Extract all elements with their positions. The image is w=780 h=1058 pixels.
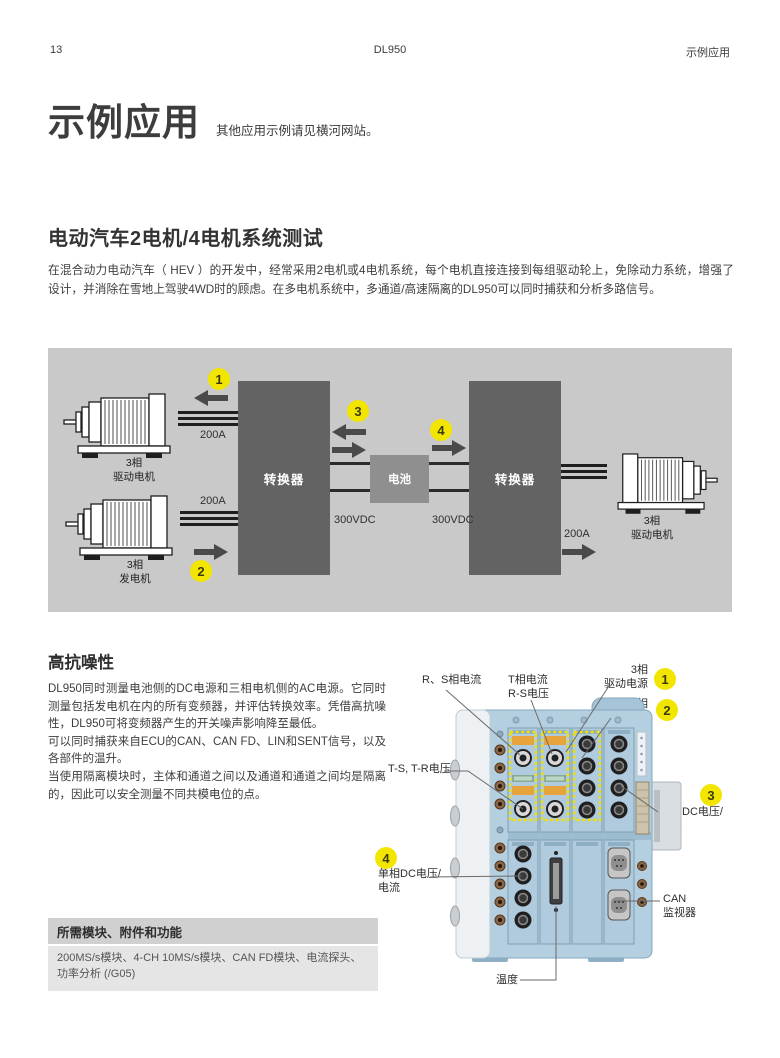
annotation-can-monitor: CAN 监视器 [663,893,696,920]
motor-label-drive-right: 3相 驱动电机 [606,515,698,542]
current-label: 200A [564,528,590,540]
phase-wire [180,523,238,526]
section-title-ev-test: 电动汽车2电机/4电机系统测试 [48,228,324,250]
phase-wire [180,517,238,520]
motor-label-drive-left: 3相 驱动电机 [88,457,180,484]
step-badge-4: 4 [430,419,452,441]
annotation-line1: 3相 [630,664,648,676]
page-title-note: 其他应用示例请见横河网站。 [216,123,379,138]
annotation-ts-tr-voltage: T-S, T-R电压 [388,763,451,775]
dc-link-wire [429,489,469,492]
motor-label-line2: 驱动电机 [631,528,673,541]
motor-label-line1: 3相 [125,457,143,469]
chapter-name: 示例应用 [686,47,730,59]
current-label: 200A [200,429,226,441]
annotation-rs-phase-current: R、S相电流 [422,674,482,686]
arrow-right-icon [332,442,366,458]
phase-wire [178,411,238,414]
page-number: 13 [50,44,63,56]
step-badge-4: 4 [375,847,397,869]
motor-label-line1: 3相 [126,559,144,571]
current-label: 200A [200,495,226,507]
annotation-drive-power: 3相 驱动电源 [582,664,648,691]
dl950-annotated-figure: R、S相电流 T相电流 R-S电压 3相 驱动电源 1 3相 发电电源 2 T-… [375,650,780,1018]
voltage-label: 300VDC [334,514,376,526]
step-badge-1: 1 [208,368,230,390]
step-badge-3: 3 [700,784,722,806]
voltage-label: 300VDC [432,514,474,526]
motor-illustration [65,495,173,560]
annotation-line1: T相电流 [508,674,548,686]
arrow-right-icon [194,544,228,560]
step-badge-2: 2 [656,699,678,721]
phase-wire [561,464,607,467]
annotation-line1: CAN [663,893,687,905]
arrow-right-icon [562,544,596,560]
step-badge-3: 3 [347,400,369,422]
motor-label-line2: 发电机 [119,572,151,585]
motor-illustration [63,393,171,458]
noise-paragraph: 可以同时捕获来自ECU的CAN、CAN FD、LIN和SENT信号，以及各部件的… [48,735,386,766]
phase-wire [561,470,607,473]
annotation-line2: 监视器 [663,906,696,919]
annotation-line2: 驱动电源 [604,677,648,690]
section-body-ev-test: 在混合动力电动汽车（ HEV ）的开发中，经常采用2电机或4电机系统，每个电机直… [48,264,734,296]
doc-code: DL950 [373,44,407,56]
noise-paragraph: DL950同时测量电池侧的DC电源和三相电机侧的AC电源。它同时测量包括发电机在… [48,683,386,731]
phase-wire [178,417,238,420]
noise-paragraph: 当使用隔离模块时，主体和通道之间以及通道和通道之间均是隔离的，因此可以安全测量不… [48,770,386,801]
dc-link-wire [330,462,370,465]
dl950-device-illustration [450,697,682,962]
page-title: 示例应用 [48,102,200,143]
converter-right-block: 转换器 [469,381,561,575]
system-diagram: 3相 驱动电机 3相 发电机 [48,348,732,612]
required-modules-body: 200MS/s模块、4-CH 10MS/s模块、CAN FD模块、电流探头、功率… [48,946,378,991]
phase-wire [561,476,607,479]
page-header: 13 DL950 示例应用 [50,44,730,60]
phase-wire [178,423,238,426]
step-badge-1: 1 [654,668,676,690]
hero: 示例应用 其他应用示例请见横河网站。 [48,102,379,145]
phase-wire [180,511,238,514]
motor-illustration [617,453,718,514]
battery-block: 电池 [370,455,429,503]
motor-label-line2: 驱动电机 [113,470,155,483]
annotation-t-phase-current: T相电流 R-S电压 [508,674,549,701]
annotation-temperature: 温度 [496,974,518,986]
annotation-line1: 单相DC电压/ [378,868,441,880]
arrow-left-icon [194,390,228,406]
section-body-noise: DL950同时测量电池侧的DC电源和三相电机侧的AC电源。它同时测量包括发电机在… [48,681,386,804]
required-modules-title: 所需模块、附件和功能 [48,918,378,944]
required-modules-box: 所需模块、附件和功能 200MS/s模块、4-CH 10MS/s模块、CAN F… [48,918,378,991]
dc-link-wire [429,462,469,465]
motor-label-generator: 3相 发电机 [89,559,181,586]
motor-label-line1: 3相 [643,515,661,527]
annotation-dc-voltage-current-left: 单相DC电压/ 电流 [378,868,441,895]
arrow-right-icon [432,440,466,456]
step-badge-2: 2 [190,560,212,582]
annotation-line2: 电流 [378,881,400,894]
dc-link-wire [330,489,370,492]
converter-left-block: 转换器 [238,381,330,575]
section-title-noise: 高抗噪性 [48,654,114,672]
arrow-left-icon [332,424,366,440]
